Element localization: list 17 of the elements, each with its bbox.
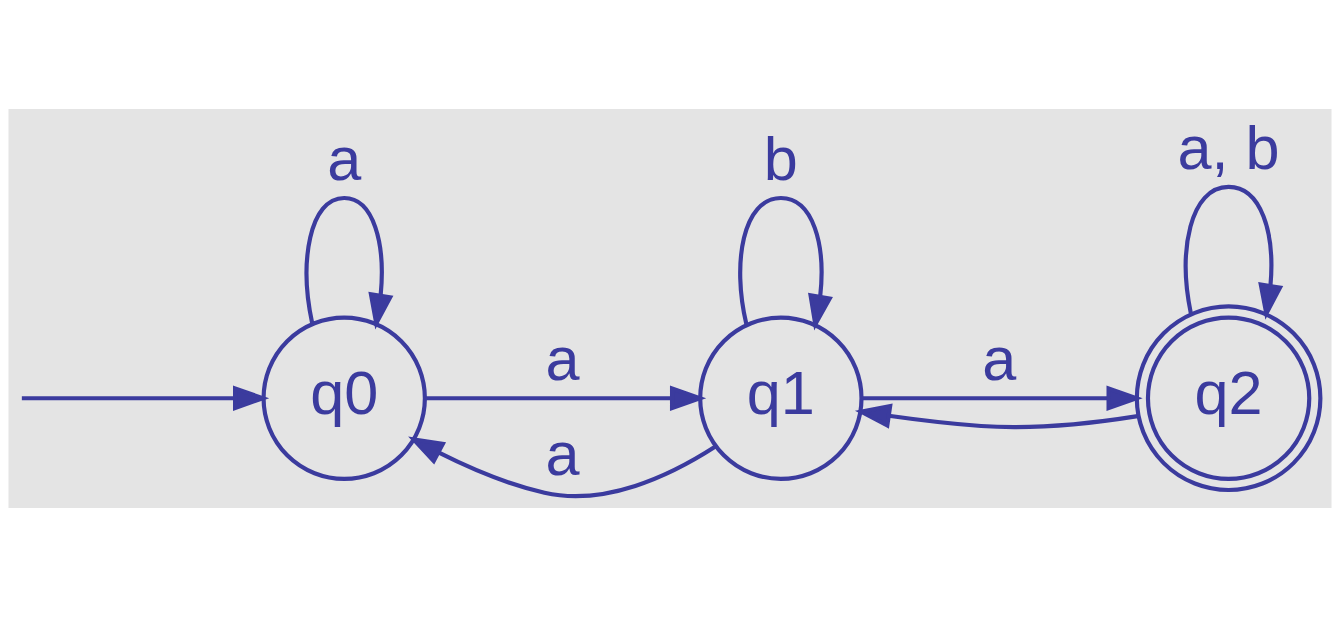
node-circle: q2 bbox=[1134, 304, 1323, 493]
arrow bbox=[861, 385, 1143, 411]
arrow bbox=[21, 385, 270, 411]
node-circle: q1 bbox=[698, 315, 864, 481]
edge-label: a bbox=[327, 125, 362, 194]
edge-label: b bbox=[763, 125, 798, 194]
arrow bbox=[738, 195, 833, 331]
arrow bbox=[425, 385, 707, 411]
arrow bbox=[304, 195, 394, 330]
arrow bbox=[854, 403, 1138, 430]
edge-label: a bbox=[545, 419, 580, 488]
edge-label: a bbox=[982, 325, 1017, 394]
edge-label: a, b bbox=[1177, 114, 1280, 183]
node-circle: q0 bbox=[261, 315, 427, 481]
edge-label: a bbox=[545, 325, 580, 394]
arrow bbox=[408, 436, 717, 499]
arrow bbox=[1183, 184, 1284, 320]
